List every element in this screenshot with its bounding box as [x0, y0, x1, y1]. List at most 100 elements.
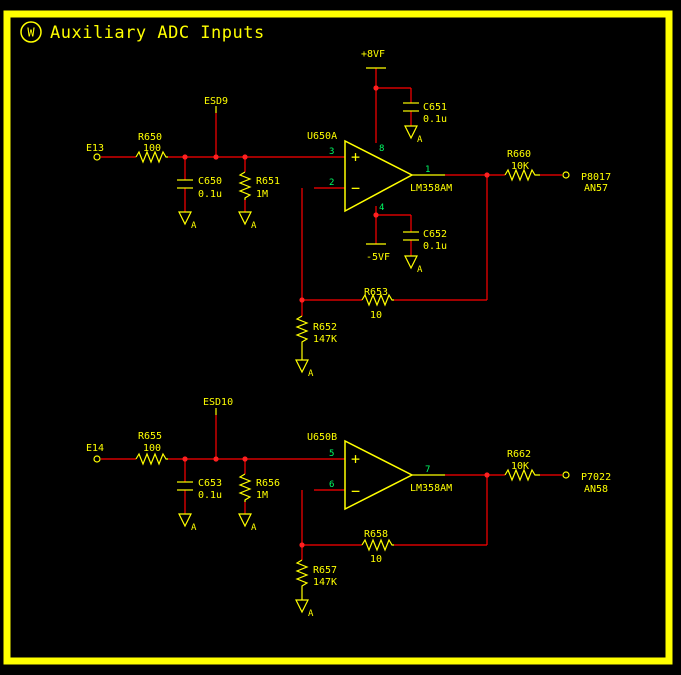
sheet-title: Auxiliary ADC Inputs — [50, 23, 265, 43]
w-badge-circle — [20, 21, 42, 43]
ground-c653-icon — [178, 513, 192, 528]
r658-value: 10 — [370, 554, 382, 565]
c652-value: 0.1u — [423, 241, 447, 252]
u650b-pin-inv: 6 — [329, 480, 334, 490]
u650a-pin-vplus: 8 — [379, 144, 384, 154]
r657-value: 147K — [313, 577, 337, 588]
esd9-label: ESD9 — [204, 96, 228, 107]
ground-c652-mark: A — [417, 265, 423, 275]
title-block: W Auxiliary ADC Inputs — [20, 21, 265, 43]
r653-value: 10 — [370, 310, 382, 321]
u650a-pin-inv: 2 — [329, 178, 334, 188]
r658-ref: R658 — [364, 529, 388, 540]
u650b-pin-noninv: 5 — [329, 449, 334, 459]
c650-value: 0.1u — [198, 189, 222, 200]
ground-c652-icon — [404, 255, 418, 270]
circuit-a-junctions — [182, 85, 490, 303]
ground-r651-mark: A — [251, 221, 257, 231]
capacitor-c650-icon — [177, 179, 193, 189]
output-port-p8017-icon — [562, 171, 570, 179]
r662-ref: R662 — [507, 449, 531, 460]
u650b-pin-out: 7 — [425, 465, 430, 475]
u650a-pin-vminus: 4 — [379, 203, 384, 213]
ground-r657-icon — [295, 599, 309, 614]
ground-c650-mark: A — [191, 221, 197, 231]
output-net-label: AN57 — [584, 183, 608, 194]
u650b-part: LM358AM — [410, 483, 452, 494]
opamp-u650b-icon — [344, 439, 414, 511]
resistor-r662-icon — [504, 468, 540, 482]
r653-ref: R653 — [364, 287, 388, 298]
ground-r656-mark: A — [251, 523, 257, 533]
c651-value: 0.1u — [423, 114, 447, 125]
r655-value: 100 — [143, 443, 161, 454]
circuit-a: E13 R650 100 ESD9 C650 0.1u A R651 1M A … — [86, 49, 611, 379]
supply-neg-label: -5VF — [366, 252, 390, 263]
output-net-label-b: AN58 — [584, 484, 608, 495]
resistor-r657-icon — [295, 559, 309, 600]
input-port-label-b: E14 — [86, 443, 104, 454]
r657-ref: R657 — [313, 565, 337, 576]
resistor-r656-icon — [238, 473, 252, 502]
r655-ref: R655 — [138, 431, 162, 442]
r660-ref: R660 — [507, 149, 531, 160]
input-port-e13-icon — [93, 153, 101, 161]
ground-c653-mark: A — [191, 523, 197, 533]
r650-ref: R650 — [138, 132, 162, 143]
u650a-part: LM358AM — [410, 183, 452, 194]
u650a-plus-sign: + — [351, 148, 360, 166]
ground-c651-icon — [404, 125, 418, 140]
u650b-ref: U650B — [307, 432, 337, 443]
resistor-r653-icon — [361, 293, 394, 307]
capacitor-c652-icon — [403, 231, 419, 241]
output-port-p7022-icon — [562, 471, 570, 479]
ground-r657-mark: A — [308, 609, 314, 619]
circuit-a-wires — [101, 68, 562, 316]
input-port-label: E13 — [86, 143, 104, 154]
r662-value: 10K — [511, 461, 529, 472]
u650a-pin-noninv: 3 — [329, 147, 334, 157]
output-port-label-b: P7022 — [581, 472, 611, 483]
r650-value: 100 — [143, 143, 161, 154]
circuit-b: E14 R655 100 ESD10 C653 0.1u A R656 1M A… — [86, 397, 611, 619]
circuit-b-junctions — [182, 456, 490, 548]
r652-ref: R652 — [313, 322, 337, 333]
r651-ref: R651 — [256, 176, 280, 187]
u650a-minus-sign: − — [351, 179, 360, 197]
ground-r652-icon — [295, 359, 309, 374]
output-port-label: P8017 — [581, 172, 611, 183]
ground-r656-icon — [238, 513, 252, 528]
r660-value: 10K — [511, 161, 529, 172]
u650b-minus-sign: − — [351, 482, 360, 500]
r656-value: 1M — [256, 490, 268, 501]
u650a-pin-out: 1 — [425, 165, 430, 175]
w-badge-letter: W — [27, 26, 35, 40]
c653-ref: C653 — [198, 478, 222, 489]
capacitor-c653-icon — [177, 481, 193, 491]
c650-ref: C650 — [198, 176, 222, 187]
resistor-r655-icon — [135, 452, 168, 466]
opamp-u650a-icon — [344, 139, 414, 213]
r651-value: 1M — [256, 189, 268, 200]
ground-c651-mark: A — [417, 135, 423, 145]
sheet-frame — [3, 10, 673, 665]
ground-r651-icon — [238, 211, 252, 226]
input-port-e14-icon — [93, 455, 101, 463]
ground-c650-icon — [178, 211, 192, 226]
capacitor-c651-icon — [403, 102, 419, 112]
supply-pos-label: +8VF — [361, 49, 385, 60]
ground-r652-mark: A — [308, 369, 314, 379]
u650b-plus-sign: + — [351, 450, 360, 468]
r652-value: 147K — [313, 334, 337, 345]
r656-ref: R656 — [256, 478, 280, 489]
esd10-label: ESD10 — [203, 397, 233, 408]
u650a-ref: U650A — [307, 131, 337, 142]
c651-ref: C651 — [423, 102, 447, 113]
resistor-r658-icon — [361, 538, 394, 552]
resistor-r660-icon — [504, 168, 540, 182]
circuit-b-wires — [101, 408, 562, 560]
resistor-r652-icon — [295, 315, 309, 360]
c653-value: 0.1u — [198, 490, 222, 501]
resistor-r651-icon — [238, 171, 252, 200]
